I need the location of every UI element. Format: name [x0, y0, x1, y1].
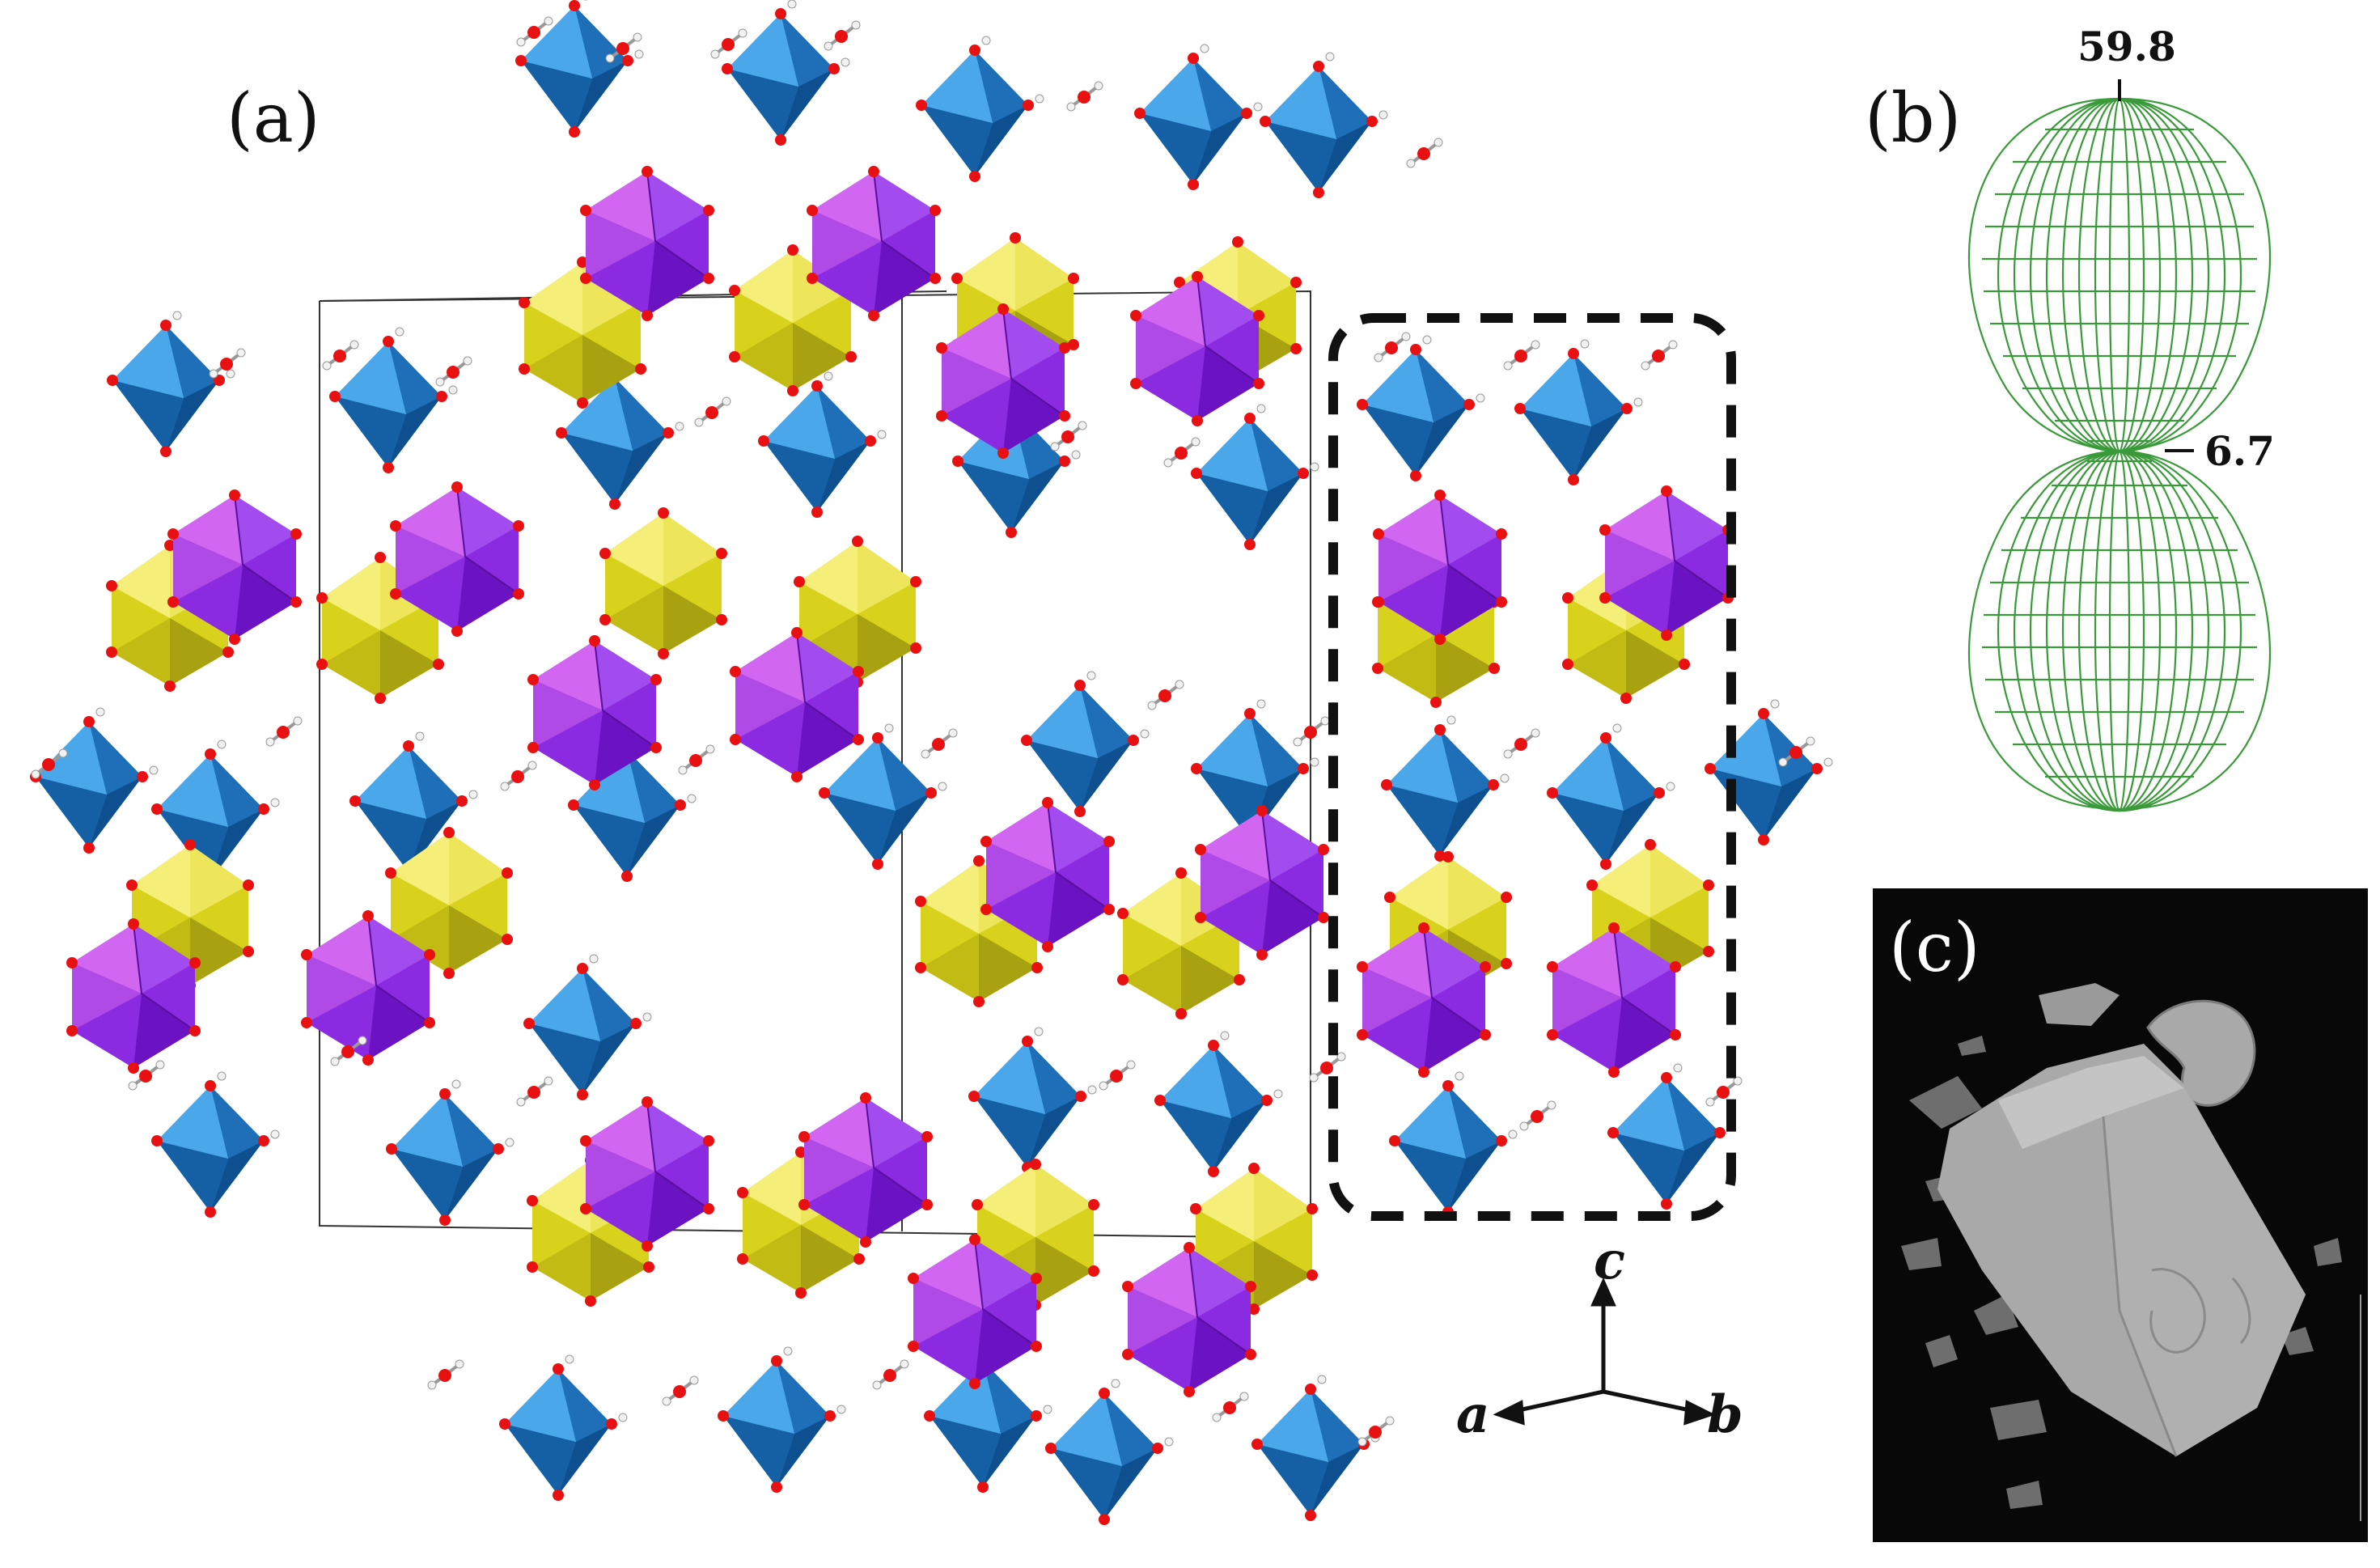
panel-b-thermal-expansion-surface: (b): [1865, 23, 2275, 812]
panel-c-sem-image: (c): [1873, 888, 2368, 1542]
panel-a-label: (a): [227, 78, 320, 158]
sem-small-shard: [2039, 983, 2120, 1026]
axes-indicator: [1493, 1277, 1716, 1426]
panel-c-label: (c): [1889, 908, 1980, 987]
waist-value-label: 6.7: [2204, 427, 2275, 475]
axis-b-label: b: [1707, 1384, 1743, 1445]
sem-main-crystal: [1937, 1044, 2306, 1457]
panel-a-crystal-structure: (a): [29, 0, 1833, 1526]
panel-b-label: (b): [1865, 78, 1961, 158]
highlight-dashed-box: [1328, 313, 1736, 1221]
axis-a-label: a: [1456, 1384, 1489, 1445]
sem-curled-fragment: [2146, 999, 2256, 1107]
top-value-label: 59.8: [2077, 23, 2176, 70]
axis-c-label: c: [1594, 1231, 1625, 1291]
